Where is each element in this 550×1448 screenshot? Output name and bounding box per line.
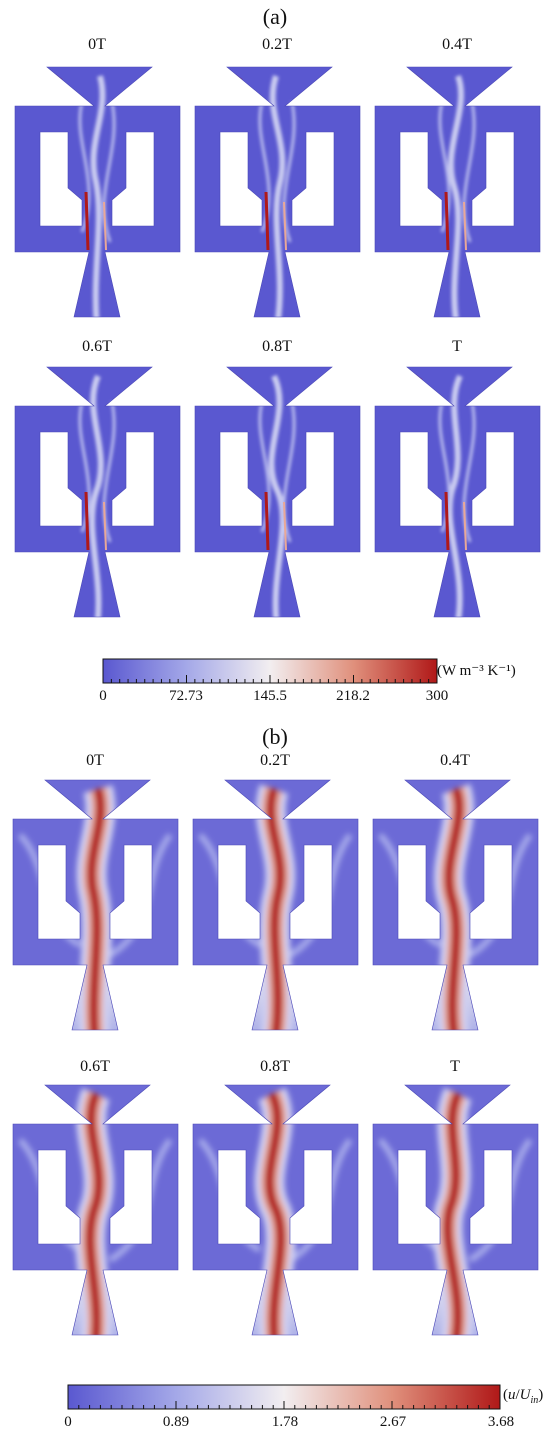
colorbar-a-ticks — [102, 675, 438, 683]
contour-frame-a-0 — [14, 66, 181, 318]
contour-frame-b-5 — [372, 1084, 539, 1336]
contour-frame-b-3 — [12, 1084, 179, 1336]
frame-title-b-2: 0.4T — [440, 752, 470, 769]
colorbar-b-tick-4: 3.68 — [487, 1414, 515, 1430]
colorbar-b-tick-3: 2.67 — [379, 1414, 407, 1430]
frame-title-a-3: 0.6T — [82, 338, 112, 355]
panel-a-label: (a) — [262, 4, 288, 29]
frame-title-b-5: T — [450, 1058, 460, 1075]
colorbar-b-tick-1: 0.89 — [162, 1414, 190, 1430]
contour-frame-b-1 — [192, 779, 359, 1031]
contour-frame-a-1 — [194, 66, 361, 318]
colorbar-b-tick-0: 0 — [64, 1414, 72, 1430]
panel-b-label: (b) — [262, 724, 288, 749]
colorbar-a — [102, 658, 438, 684]
frame-title-b-1: 0.2T — [260, 752, 290, 769]
colorbar-a-tick-1: 72.73 — [169, 688, 203, 704]
contour-frame-a-3 — [14, 366, 181, 618]
contour-frame-a-4 — [194, 366, 361, 618]
colorbar-a-tick-0: 0 — [99, 688, 107, 704]
frame-title-a-5: T — [452, 338, 462, 355]
contour-frame-b-0 — [12, 779, 179, 1031]
colorbar-a-unit: (W m⁻³ K⁻¹) — [437, 663, 516, 679]
frame-title-a-0: 0T — [88, 36, 106, 53]
frame-title-a-4: 0.8T — [262, 338, 292, 355]
frame-title-b-0: 0T — [86, 752, 104, 769]
contour-frame-a-2 — [374, 66, 541, 318]
frame-title-a-2: 0.4T — [442, 36, 472, 53]
frame-title-a-1: 0.2T — [262, 36, 292, 53]
contour-frame-b-4 — [192, 1084, 359, 1336]
colorbar-b-ticks — [67, 1401, 501, 1409]
colorbar-a-tick-4: 300 — [425, 688, 449, 704]
colorbar-b — [67, 1384, 501, 1410]
colorbar-a-tick-3: 218.2 — [336, 688, 370, 704]
colorbar-b-tick-2: 1.78 — [271, 1414, 299, 1430]
colorbar-a-tick-2: 145.5 — [253, 688, 287, 704]
frame-title-b-3: 0.6T — [80, 1058, 110, 1075]
contour-frame-a-5 — [374, 366, 541, 618]
contour-frame-b-2 — [372, 779, 539, 1031]
colorbar-b-unit: (u/Uin) — [503, 1387, 544, 1406]
frame-title-b-4: 0.8T — [260, 1058, 290, 1075]
